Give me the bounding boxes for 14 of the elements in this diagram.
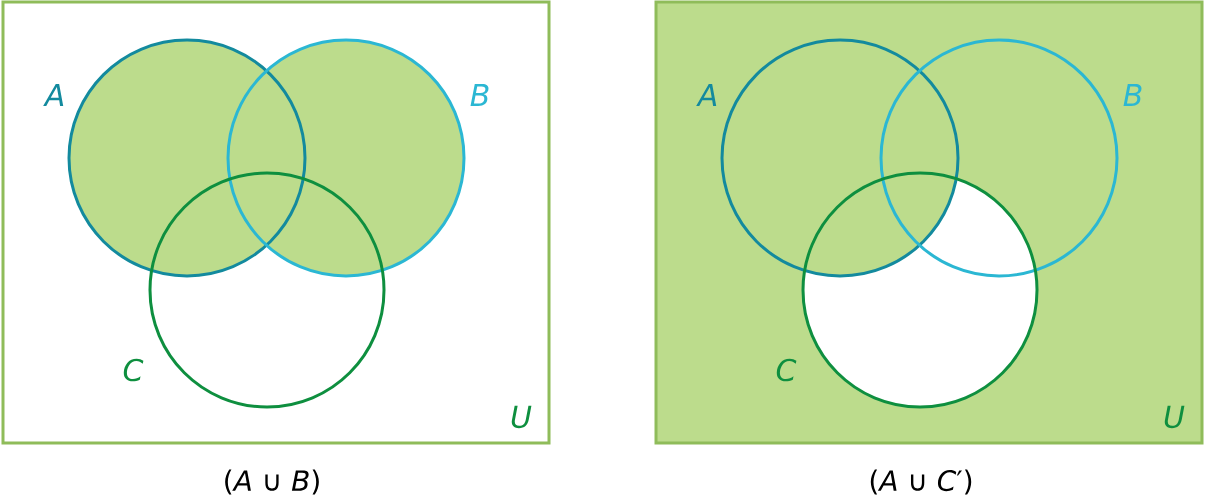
set-label: B <box>470 84 489 106</box>
caption: (A ∪ B) <box>225 469 319 495</box>
set-circle <box>226 38 466 278</box>
set-circle <box>148 171 386 409</box>
set-label: C <box>776 358 797 382</box>
set-label: B <box>1123 84 1142 106</box>
set-label: A <box>696 84 717 106</box>
set-label: C <box>123 358 144 382</box>
set-circle <box>801 171 1039 409</box>
set-circle <box>67 38 307 278</box>
set-circle <box>879 38 1119 278</box>
set-label: A <box>43 84 64 106</box>
set-circle <box>720 38 960 278</box>
caption: (A ∪ C′) <box>870 469 972 495</box>
